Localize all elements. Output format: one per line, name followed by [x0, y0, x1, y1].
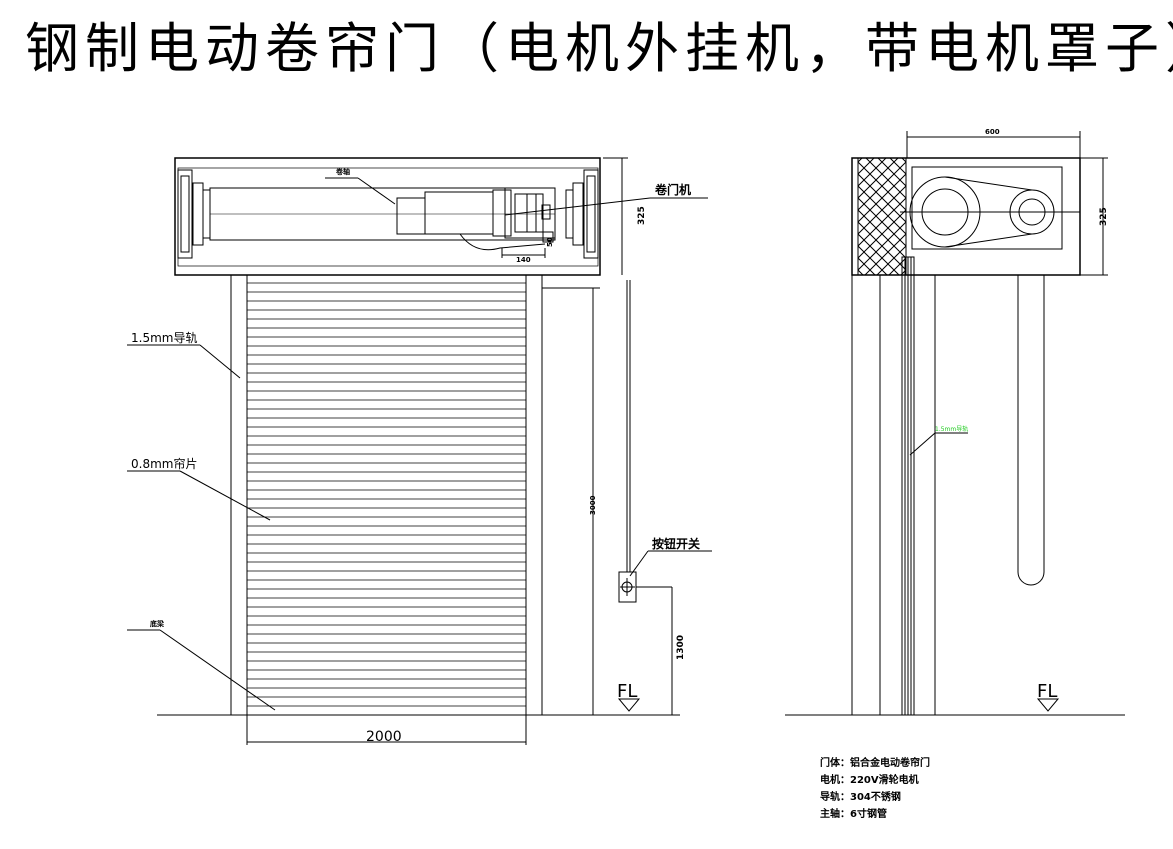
side-rail-callout: 1.5mm导轨 [935, 425, 968, 433]
drawing-title: 钢制电动卷帘门（电机外挂机，带电机罩子） [25, 17, 1173, 80]
motor-width-dim: 140 [516, 256, 531, 264]
guide-rail-callout: 1.5mm导轨 [131, 331, 197, 345]
small-dim: 50 [546, 237, 554, 247]
slat-callout: 0.8mm帘片 [131, 456, 197, 471]
floor-level-symbol [617, 698, 641, 712]
front-view [127, 157, 712, 745]
shaft-callout: 卷轴 [336, 167, 350, 176]
side-width-dim: 600 [985, 128, 1000, 136]
note-door: 门体：铝合金电动卷帘门 [820, 756, 930, 769]
motor-callout: 卷门机 [654, 182, 691, 197]
door-height-dim: 3000 [589, 495, 597, 515]
hatched-wall-section [857, 157, 907, 276]
side-view [785, 131, 1125, 716]
right-end-bracket [565, 169, 599, 259]
floor-label-side: FL [1037, 681, 1057, 702]
button-switch-callout: 按钮开关 [652, 536, 700, 551]
curtain-slats [247, 282, 526, 707]
motor-body [396, 187, 556, 251]
left-end-bracket [177, 169, 211, 259]
box-height-dim: 325 [637, 206, 647, 225]
curtain [246, 274, 527, 716]
note-motor: 电机：220V滑轮电机 [820, 773, 919, 786]
side-housing [851, 157, 1081, 276]
left-guide-rail [230, 274, 248, 716]
door-width-dim: 2000 [366, 729, 402, 745]
bottom-bar-callout: 底梁 [150, 619, 165, 628]
switch-height-dim: 1300 [676, 635, 686, 660]
side-height-dim: 325 [1099, 207, 1109, 226]
right-guide-rail [525, 274, 543, 716]
side-chain-loop [1017, 275, 1045, 586]
note-shaft: 主轴：6寸钢管 [820, 807, 887, 820]
floor-label-front: FL [617, 681, 637, 702]
note-rail: 导轨：304不锈钢 [820, 790, 901, 803]
